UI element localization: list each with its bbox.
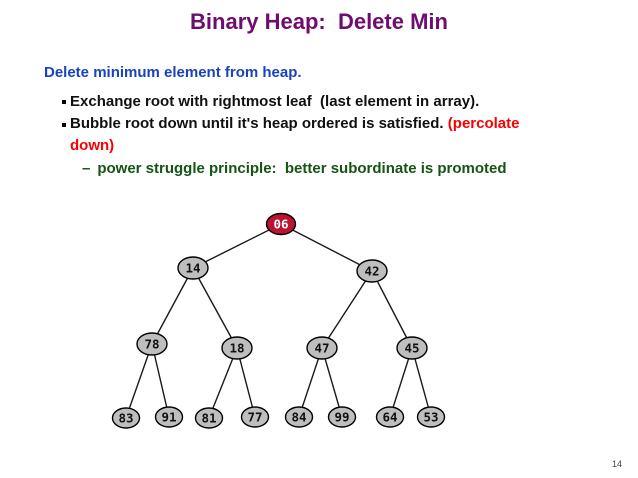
bullet-exchange-root: Exchange root with rightmost leaf (last … bbox=[70, 93, 480, 110]
slide-title: Binary Heap: Delete Min bbox=[190, 9, 448, 34]
tree-node-label: 77 bbox=[247, 410, 262, 425]
tree-node-64: 64 bbox=[375, 406, 405, 428]
tree-node-label: 78 bbox=[144, 337, 159, 352]
tree-node-label: 64 bbox=[382, 410, 397, 425]
tree-node-91: 91 bbox=[154, 406, 184, 428]
tree-node-81: 81 bbox=[194, 407, 224, 429]
tree-node-78: 78 bbox=[136, 332, 168, 356]
tree-node-99: 99 bbox=[327, 406, 357, 428]
tree-node-circle bbox=[177, 256, 209, 280]
tree-edge-18-81 bbox=[208, 347, 238, 419]
tree-node-circle bbox=[154, 406, 184, 428]
tree-node-label: 18 bbox=[229, 341, 244, 356]
tree-edge-14-18 bbox=[192, 267, 238, 349]
tree-node-14: 14 bbox=[177, 256, 209, 280]
tree-edge-42-47 bbox=[321, 270, 373, 349]
tree-node-circle bbox=[265, 212, 297, 236]
tree-node-42: 42 bbox=[356, 259, 388, 283]
tree-node-label: 81 bbox=[201, 411, 216, 426]
tree-node-circle bbox=[327, 406, 357, 428]
tree-edge-47-99 bbox=[321, 347, 343, 418]
tree-node-circle bbox=[416, 406, 446, 428]
bullet-bubble-down: Bubble root down until it's heap ordered… bbox=[70, 113, 615, 157]
tree-edge-42-45 bbox=[371, 270, 413, 349]
tree-node-circle bbox=[194, 407, 224, 429]
tree-node-47: 47 bbox=[306, 336, 338, 360]
tree-edge-14-78 bbox=[151, 267, 194, 345]
tree-node-53: 53 bbox=[416, 406, 446, 428]
tree-node-circle bbox=[240, 406, 270, 428]
tree-node-18: 18 bbox=[221, 336, 253, 360]
tree-node-circle bbox=[396, 336, 428, 360]
tree-node-circle bbox=[221, 336, 253, 360]
percolate-down-label-line2: down) bbox=[70, 137, 115, 154]
tree-edge-78-83 bbox=[125, 343, 153, 419]
tree-edge-47-84 bbox=[298, 347, 323, 418]
tree-node-label: 06 bbox=[273, 217, 288, 232]
tree-node-label: 45 bbox=[404, 341, 419, 356]
tree-node-84: 84 bbox=[284, 406, 314, 428]
tree-node-circle bbox=[136, 332, 168, 356]
bullet-bubble-down-text: Bubble root down until it's heap ordered… bbox=[70, 115, 448, 132]
bullet-square-icon bbox=[62, 100, 66, 104]
tree-node-label: 14 bbox=[185, 261, 200, 276]
tree-node-label: 53 bbox=[423, 410, 438, 425]
dash-marker: – bbox=[82, 160, 91, 177]
tree-node-77: 77 bbox=[240, 406, 270, 428]
tree-node-label: 83 bbox=[118, 411, 133, 426]
percolate-down-label-line1: (percolate bbox=[447, 115, 520, 132]
tree-edge-06-42 bbox=[280, 223, 373, 272]
tree-edge-45-64 bbox=[389, 347, 413, 418]
tree-edge-06-14 bbox=[192, 223, 282, 269]
tree-node-circle bbox=[111, 407, 141, 429]
tree-node-circle bbox=[356, 259, 388, 283]
tree-node-circle bbox=[284, 406, 314, 428]
tree-node-circle bbox=[375, 406, 405, 428]
tree-node-45: 45 bbox=[396, 336, 428, 360]
tree-node-label: 47 bbox=[314, 341, 329, 356]
tree-node-label: 42 bbox=[364, 264, 379, 279]
tree-node-circle bbox=[306, 336, 338, 360]
tree-edge-78-91 bbox=[151, 343, 170, 418]
tree-node-label: 84 bbox=[291, 410, 306, 425]
tree-node-label: 91 bbox=[161, 410, 176, 425]
sub-bullet-text: power struggle principle: better subordi… bbox=[97, 160, 507, 177]
tree-node-83: 83 bbox=[111, 407, 141, 429]
sub-bullet-power-struggle: –power struggle principle: better subord… bbox=[82, 160, 612, 177]
tree-node-06: 06 bbox=[265, 212, 297, 236]
tree-edge-45-53 bbox=[411, 347, 432, 418]
page-number: 14 bbox=[611, 459, 622, 469]
bullet-square-icon bbox=[62, 123, 66, 127]
heading-delete-min: Delete minimum element from heap. bbox=[44, 64, 302, 81]
tree-node-label: 99 bbox=[334, 410, 349, 425]
